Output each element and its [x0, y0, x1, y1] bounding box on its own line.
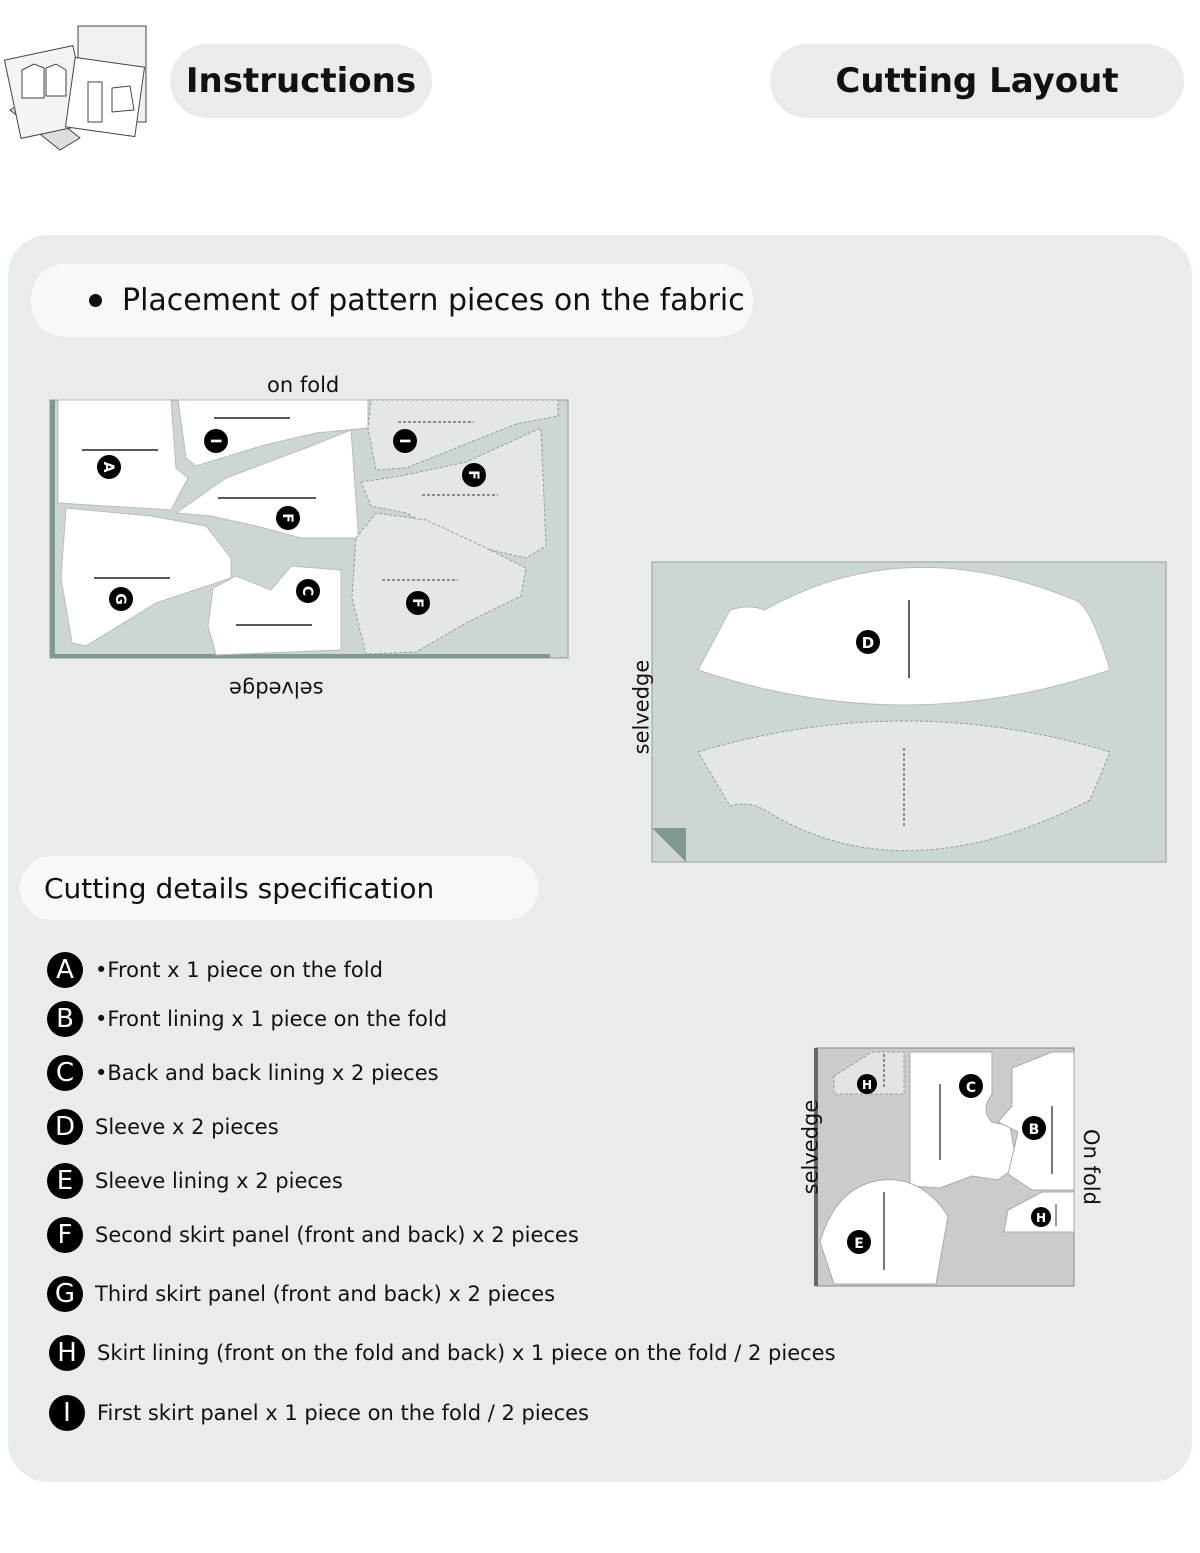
diagram1-letter-i-2: I — [396, 438, 412, 443]
placement-section-title: Placement of pattern pieces on the fabri… — [122, 283, 745, 318]
spec-text-e: Sleeve lining x 2 pieces — [95, 1169, 343, 1193]
diagram1-letter-a: A — [100, 462, 116, 473]
diagram2-selvedge-label: selvedge — [629, 659, 654, 755]
spec-badge-e: E — [47, 1163, 83, 1199]
spec-badge-f: F — [47, 1217, 83, 1253]
spec-text-f: Second skirt panel (front and back) x 2 … — [95, 1223, 579, 1247]
spec-badge-i: I — [49, 1395, 85, 1431]
spec-badge-b: B — [47, 1001, 83, 1037]
spec-badge-c: C — [47, 1055, 83, 1091]
spec-badge-d: D — [47, 1109, 83, 1145]
diagram1-selvedge-label: selvedge — [229, 677, 324, 701]
diagram3-on-fold-label: On fold — [1078, 1129, 1103, 1205]
instructions-heading: Instructions — [170, 44, 432, 118]
pattern-logo-icon — [3, 25, 147, 151]
diagram3-letter-c: C — [966, 1080, 976, 1096]
diagram3-letter-b: B — [1029, 1122, 1040, 1138]
spec-text-c: •Back and back lining x 2 pieces — [95, 1061, 439, 1085]
diagram1-letter-c: C — [299, 586, 315, 596]
placement-section-header: Placement of pattern pieces on the fabri… — [31, 264, 753, 337]
bullet-icon — [89, 294, 102, 307]
fabric-layout-diagram-3: H C B H E — [814, 1047, 1075, 1287]
spec-badge-g: G — [47, 1276, 83, 1312]
spec-item-g: G Third skirt panel (front and back) x 2… — [47, 1276, 555, 1312]
diagram3-letter-e: E — [854, 1236, 864, 1252]
diagram3-letter-h-2: H — [1036, 1211, 1046, 1225]
spec-item-b: B •Front lining x 1 piece on the fold — [47, 1001, 447, 1037]
diagram1-letter-f-3: F — [409, 598, 425, 608]
spec-text-b: •Front lining x 1 piece on the fold — [95, 1007, 448, 1031]
spec-text-i: First skirt panel x 1 piece on the fold … — [97, 1401, 589, 1425]
spec-text-d: Sleeve x 2 pieces — [95, 1115, 279, 1139]
diagram3-selvedge-label: selvedge — [798, 1099, 823, 1195]
spec-text-h: Skirt lining (front on the fold and back… — [97, 1341, 836, 1365]
spec-item-i: I First skirt panel x 1 piece on the fol… — [49, 1395, 589, 1431]
spec-item-f: F Second skirt panel (front and back) x … — [47, 1217, 579, 1253]
spec-text-g: Third skirt panel (front and back) x 2 p… — [95, 1282, 556, 1306]
spec-item-e: E Sleeve lining x 2 pieces — [47, 1163, 343, 1199]
diagram3-letter-h-1: H — [862, 1078, 872, 1092]
cutting-layout-heading: Cutting Layout — [770, 44, 1184, 118]
diagram1-letter-f-2: F — [279, 513, 295, 523]
spec-text-a: •Front x 1 piece on the fold — [95, 958, 383, 982]
cutting-section-header: Cutting details specification — [20, 856, 538, 920]
diagram1-on-fold-label: on fold — [267, 373, 340, 397]
spec-item-c: C •Back and back lining x 2 pieces — [47, 1055, 439, 1091]
spec-badge-h: H — [49, 1335, 85, 1371]
diagram2-letter-d: D — [862, 634, 874, 652]
diagram1-letter-g: G — [112, 593, 128, 605]
spec-badge-a: A — [47, 952, 83, 988]
spec-item-h: H Skirt lining (front on the fold and ba… — [49, 1335, 836, 1371]
fabric-layout-diagram-1: A I I F F F G C — [49, 399, 569, 659]
diagram1-letter-f-1: F — [465, 470, 481, 480]
cutting-section-title: Cutting details specification — [44, 871, 435, 905]
spec-item-d: D Sleeve x 2 pieces — [47, 1109, 279, 1145]
spec-item-a: A •Front x 1 piece on the fold — [47, 952, 383, 988]
fabric-layout-diagram-2: D — [651, 561, 1167, 863]
diagram1-letter-i-1: I — [207, 438, 223, 443]
